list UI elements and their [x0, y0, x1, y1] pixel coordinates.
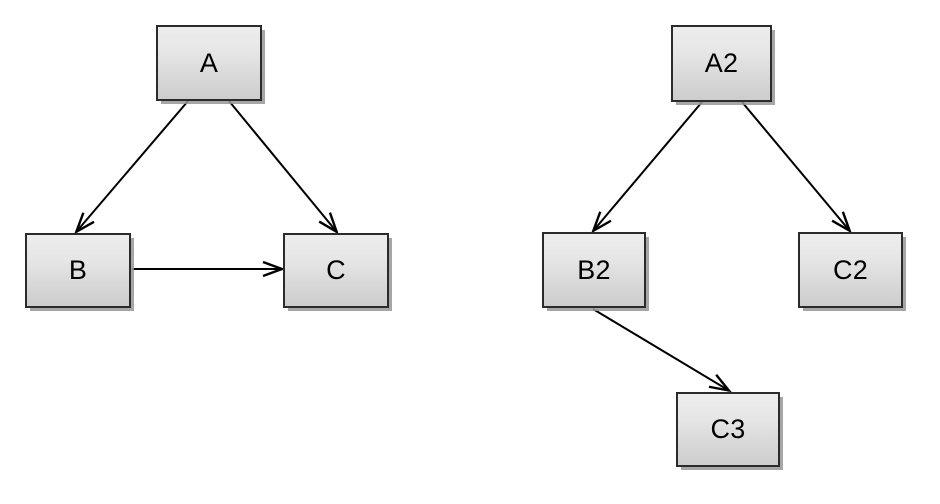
- node-label: A: [199, 47, 219, 78]
- node-c[interactable]: C: [283, 233, 389, 308]
- node-label: C2: [833, 254, 868, 285]
- node-b2[interactable]: B2: [542, 232, 646, 308]
- node-label: B2: [577, 254, 611, 285]
- node-a2[interactable]: A2: [671, 25, 772, 102]
- edge-b2-to-c3: [592, 308, 728, 390]
- node-b[interactable]: B: [25, 233, 131, 308]
- edge-a-to-c: [228, 100, 336, 231]
- edge-a2-to-c2: [741, 101, 849, 230]
- edge-a-to-b: [77, 100, 189, 231]
- node-c2[interactable]: C2: [798, 232, 903, 308]
- node-label: C: [326, 255, 346, 285]
- node-a[interactable]: A: [156, 25, 262, 101]
- node-label: C3: [710, 414, 746, 444]
- edge-a2-to-b2: [594, 101, 703, 230]
- edges-group: [77, 100, 849, 390]
- node-label: B: [68, 255, 88, 285]
- node-label: A2: [704, 48, 739, 78]
- node-c3[interactable]: C3: [676, 392, 780, 467]
